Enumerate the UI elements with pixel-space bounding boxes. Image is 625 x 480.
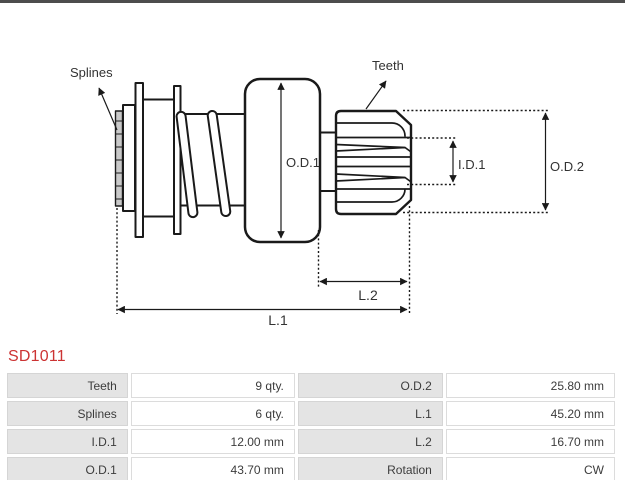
spec-label-teeth: Teeth	[7, 373, 128, 398]
spec-label-splines: Splines	[7, 401, 128, 426]
spec-row-4: O.D.1 43.70 mm Rotation CW	[7, 457, 615, 480]
spec-label-l1: L.1	[297, 401, 443, 426]
spring-coil-2	[206, 109, 232, 218]
l1-label: L.1	[268, 312, 288, 328]
spec-row-2: Splines 6 qty. L.1 45.20 mm	[7, 401, 615, 426]
spec-label-od2: O.D.2	[297, 373, 443, 398]
top-border-bar	[0, 0, 625, 3]
spec-label-l2: L.2	[297, 429, 443, 454]
spec-value-teeth: 9 qty.	[130, 373, 295, 398]
spring-coil-1	[175, 110, 199, 219]
teeth-label: Teeth	[372, 58, 404, 73]
spec-value-rotation: CW	[445, 457, 615, 480]
spec-row-1: Teeth 9 qty. O.D.2 25.80 mm	[7, 373, 615, 398]
od2-label: O.D.2	[550, 159, 584, 174]
spec-value-l1: 45.20 mm	[445, 401, 615, 426]
spec-value-id1: 12.00 mm	[130, 429, 295, 454]
spline-ticks	[115, 120, 123, 200]
spec-table: Teeth 9 qty. O.D.2 25.80 mm Splines 6 qt…	[4, 370, 618, 480]
spec-label-id1: I.D.1	[7, 429, 128, 454]
l2-label: L.2	[358, 287, 378, 303]
washer-plate-left	[134, 82, 144, 238]
splines-leader-arrow	[98, 87, 118, 131]
spec-value-l2: 16.70 mm	[445, 429, 615, 454]
spec-value-od1: 43.70 mm	[130, 457, 295, 480]
pinion-teeth-lines	[335, 122, 412, 203]
extension-lines	[116, 109, 548, 314]
id1-label: I.D.1	[458, 157, 485, 172]
spec-value-splines: 6 qty.	[130, 401, 295, 426]
starter-drive-diagram: Splines Teeth O.D.1 I.D.1 O.D.2 L.2 L.1	[70, 58, 584, 328]
od1-label: O.D.1	[286, 155, 320, 170]
shaft-collar	[122, 104, 136, 212]
splined-shaft	[114, 110, 124, 207]
spec-label-od1: O.D.1	[7, 457, 128, 480]
splines-label: Splines	[70, 65, 113, 80]
spec-value-od2: 25.80 mm	[445, 373, 615, 398]
teeth-leader-arrow	[365, 80, 387, 110]
pinion-shaft-stub	[319, 131, 337, 192]
spec-row-3: I.D.1 12.00 mm L.2 16.70 mm	[7, 429, 615, 454]
hub-cylinder	[142, 98, 175, 218]
spec-label-rotation: Rotation	[297, 457, 443, 480]
part-code: SD1011	[8, 348, 66, 365]
